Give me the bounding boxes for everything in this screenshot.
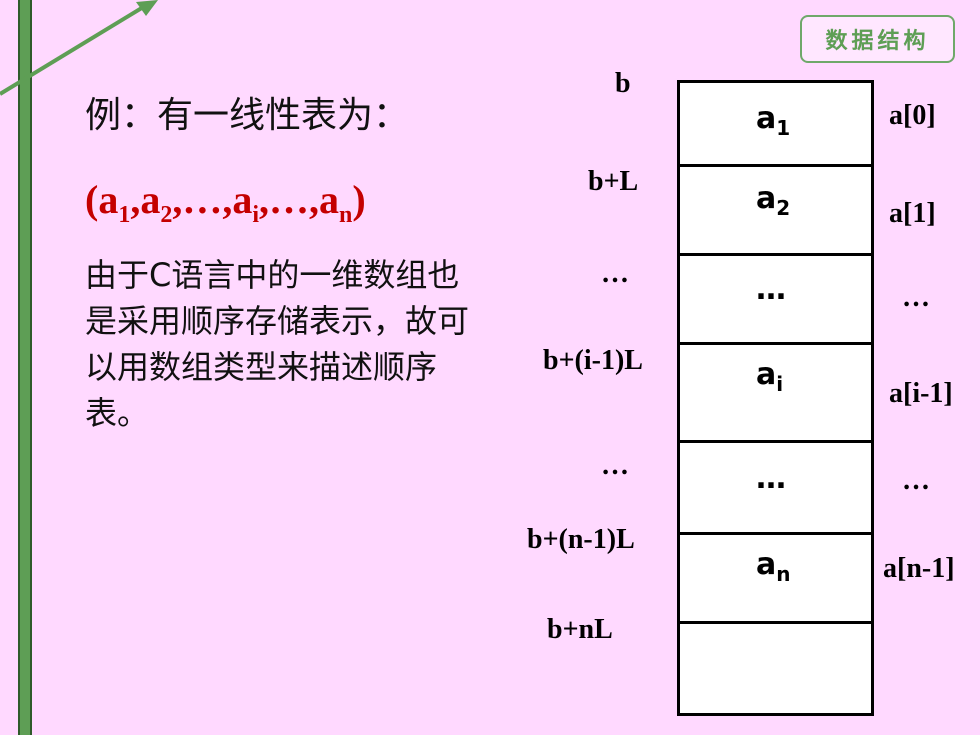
- address-label: …: [601, 258, 629, 289]
- left-decorative-bar: [18, 0, 32, 735]
- memory-cell: a2: [680, 167, 871, 256]
- index-label: …: [902, 465, 930, 496]
- memory-cell: [680, 624, 871, 713]
- description-paragraph: 由于C语言中的一维数组也是采用顺序存储表示，故可以用数组类型来描述顺序表。: [85, 256, 470, 432]
- sequence-notation: (a1,a2,…,ai,…,an): [85, 177, 366, 228]
- slide-title: 例：有一线性表为：: [85, 95, 410, 136]
- course-badge: 数据结构: [800, 15, 955, 63]
- memory-table: a1 a2 … ai … an: [677, 80, 874, 716]
- memory-cell: …: [680, 443, 871, 535]
- memory-cell: an: [680, 535, 871, 624]
- address-label: …: [601, 450, 629, 481]
- index-label: …: [902, 282, 930, 313]
- index-label: a[0]: [889, 100, 936, 131]
- memory-cell: …: [680, 256, 871, 345]
- decorative-arrow: [0, 0, 158, 96]
- address-label: b+(i-1)L: [543, 345, 643, 376]
- memory-cell: a1: [680, 83, 871, 167]
- address-label: b+L: [588, 166, 639, 197]
- address-label: b: [615, 68, 631, 99]
- address-label: b+(n-1)L: [527, 524, 635, 555]
- index-label: a[n-1]: [883, 553, 955, 584]
- address-label: b+nL: [547, 614, 613, 645]
- index-label: a[i-1]: [889, 378, 953, 409]
- memory-cell: ai: [680, 345, 871, 443]
- index-label: a[1]: [889, 198, 936, 229]
